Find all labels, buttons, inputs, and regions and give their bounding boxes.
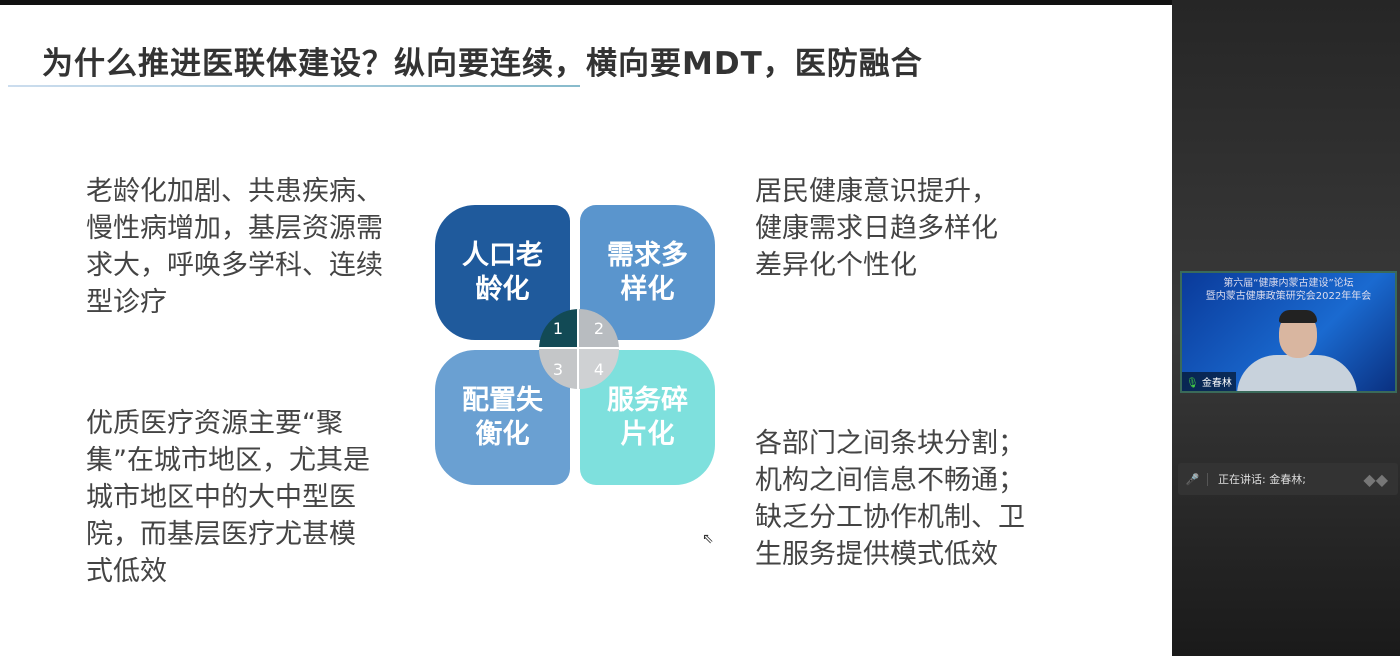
logo-icon: ◆◆ [1363, 469, 1388, 489]
num-2: 2 [579, 309, 619, 349]
microphone-icon: 🎤 [1178, 472, 1208, 486]
speaker-figure [1237, 309, 1357, 391]
title-underline [8, 85, 580, 87]
mic-icon: 🎙 [1186, 378, 1199, 389]
number-circle: 1 2 3 4 [539, 309, 619, 389]
tile-label: 需求多样化 [607, 239, 688, 305]
slide-title: 为什么推进医联体建设？纵向要连续，横向要MDT，医防融合 [42, 46, 923, 82]
tile-label: 配置失衡化 [462, 384, 543, 450]
speaker-name: 金春林 [1201, 378, 1232, 389]
tile-label: 人口老龄化 [462, 239, 543, 305]
tile-aging: 人口老龄化 [435, 205, 570, 340]
mouse-cursor-icon: ⇖ [702, 531, 714, 547]
text-bottom-left: 优质医疗资源主要“聚集”在城市地区，尤其是城市地区中的大中型医院，而基层医疗尤甚… [86, 408, 370, 587]
text-top-right: 居民健康意识提升，健康需求日趋多样化差异化个性化 [755, 176, 998, 281]
num-4: 4 [579, 349, 619, 389]
speaking-status-bar: 🎤 正在讲话: 金春林; ◆◆ [1178, 463, 1398, 495]
video-banner-2: 暨内蒙古健康政策研究会2022年年会 [1205, 291, 1372, 302]
tile-label: 服务碎片化 [607, 384, 688, 450]
speaker-name-tag: 🎙 金春林 [1182, 372, 1236, 391]
video-banner-1: 第六届“健康内蒙古建设”论坛 [1223, 278, 1354, 289]
speaker-video[interactable]: 第六届“健康内蒙古建设”论坛 暨内蒙古健康政策研究会2022年年会 🎙 金春林 [1180, 271, 1397, 393]
text-top-left: 老龄化加剧、共患疾病、慢性病增加，基层资源需求大，呼唤多学科、连续型诊疗 [86, 176, 383, 318]
num-3: 3 [539, 349, 579, 389]
text-bottom-right: 各部门之间条块分割；机构之间信息不畅通；缺乏分工协作机制、卫生服务提供模式低效 [755, 428, 1025, 570]
presentation-slide: 为什么推进医联体建设？纵向要连续，横向要MDT，医防融合 老龄化加剧、共患疾病、… [0, 5, 1172, 656]
speaking-text: 正在讲话: 金春林; [1218, 473, 1306, 486]
num-1: 1 [539, 309, 579, 349]
